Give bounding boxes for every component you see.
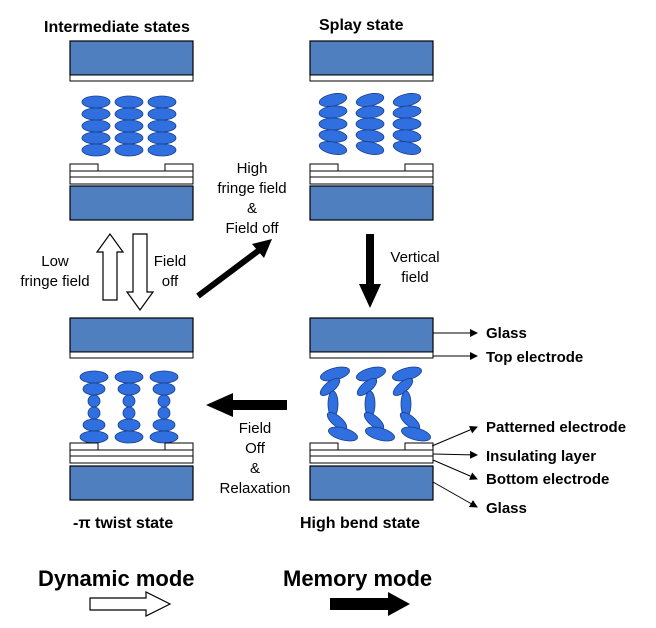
bottom-electrode <box>69 455 194 464</box>
label-field-off: Field off <box>154 253 187 290</box>
svg-text:field: field <box>401 269 429 286</box>
svg-text:Low: Low <box>41 253 69 270</box>
arrow-field-off <box>125 233 155 312</box>
legend-memory-arrow <box>330 592 410 616</box>
title-splay-state: Splay state <box>319 17 404 34</box>
layer-label-leaders <box>431 329 478 508</box>
svg-text:Off: Off <box>245 440 266 457</box>
liquid-crystal-molecules <box>81 95 177 157</box>
svg-text:&: & <box>250 460 260 477</box>
label-insulating-layer: Insulating layer <box>486 448 596 465</box>
top-electrode <box>69 351 194 359</box>
cell-intermediate-states <box>69 40 194 221</box>
svg-text:Vertical: Vertical <box>390 249 439 266</box>
glass-bottom <box>309 465 434 501</box>
label-vertical-field: Vertical field <box>390 249 439 286</box>
label-bottom-electrode: Bottom electrode <box>486 471 609 488</box>
top-electrode <box>309 74 434 82</box>
patterned-electrode-left <box>69 163 99 172</box>
bottom-electrode <box>309 176 434 185</box>
liquid-crystal-molecules <box>318 93 422 155</box>
arrow-relaxation-head <box>206 393 233 417</box>
label-patterned-electrode: Patterned electrode <box>486 419 626 436</box>
title-twist-state: -π twist state <box>73 515 173 532</box>
glass-top <box>69 317 194 353</box>
label-low-fringe-field: Low fringe field <box>20 253 89 290</box>
label-glass-top: Glass <box>486 325 527 342</box>
svg-text:off: off <box>162 273 179 290</box>
svg-text:fringe field: fringe field <box>20 273 89 290</box>
top-electrode <box>309 351 434 359</box>
label-high-fringe-field: High fringe field & Field off <box>217 160 286 237</box>
title-intermediate-states: Intermediate states <box>44 19 190 36</box>
glass-bottom <box>69 185 194 221</box>
patterned-electrode-left <box>69 442 99 451</box>
insulating-layer <box>309 170 434 178</box>
svg-text:Field: Field <box>154 253 187 270</box>
glass-bottom <box>309 185 434 221</box>
patterned-electrode-right <box>404 163 434 172</box>
legend-dynamic-arrow <box>89 591 172 617</box>
insulating-layer <box>69 449 194 457</box>
arrow-high-fringe-field-shaft <box>196 245 264 299</box>
bottom-electrode <box>69 176 194 185</box>
label-top-electrode: Top electrode <box>486 349 583 366</box>
svg-text:Field: Field <box>239 420 272 437</box>
glass-top <box>309 317 434 353</box>
arrow-low-fringe-field <box>95 232 125 301</box>
title-high-bend-state: High bend state <box>300 515 420 532</box>
svg-text:Field off: Field off <box>225 220 279 237</box>
label-glass-bottom: Glass <box>486 500 527 517</box>
cell-high-bend-state <box>309 317 434 501</box>
svg-text:High: High <box>237 160 268 177</box>
glass-top <box>309 40 434 76</box>
arrow-vertical-field-head <box>359 284 381 308</box>
arrow-relaxation-shaft <box>232 400 287 410</box>
arrow-high-fringe-field-head <box>252 239 272 258</box>
glass-top <box>69 40 194 76</box>
legend-memory-mode: Memory mode <box>283 566 432 591</box>
arrow-vertical-field-shaft <box>366 234 374 286</box>
insulating-layer <box>309 449 434 457</box>
patterned-electrode-right <box>404 442 434 451</box>
liquid-crystal-molecules <box>79 370 179 444</box>
top-electrode <box>69 74 194 82</box>
insulating-layer <box>69 170 194 178</box>
legend-dynamic-mode: Dynamic mode <box>38 566 195 591</box>
patterned-electrode-left <box>309 442 339 451</box>
patterned-electrode-left <box>309 163 339 172</box>
cell-twist-state <box>69 317 194 501</box>
svg-text:fringe field: fringe field <box>217 180 286 197</box>
svg-text:&: & <box>247 200 257 217</box>
patterned-electrode-right <box>164 442 194 451</box>
patterned-electrode-right <box>164 163 194 172</box>
svg-text:Relaxation: Relaxation <box>220 480 291 497</box>
liquid-crystal-molecules <box>319 366 431 442</box>
cell-splay-state <box>309 40 434 221</box>
glass-bottom <box>69 465 194 501</box>
bottom-electrode <box>309 455 434 464</box>
label-relaxation: Field Off & Relaxation <box>220 420 291 497</box>
